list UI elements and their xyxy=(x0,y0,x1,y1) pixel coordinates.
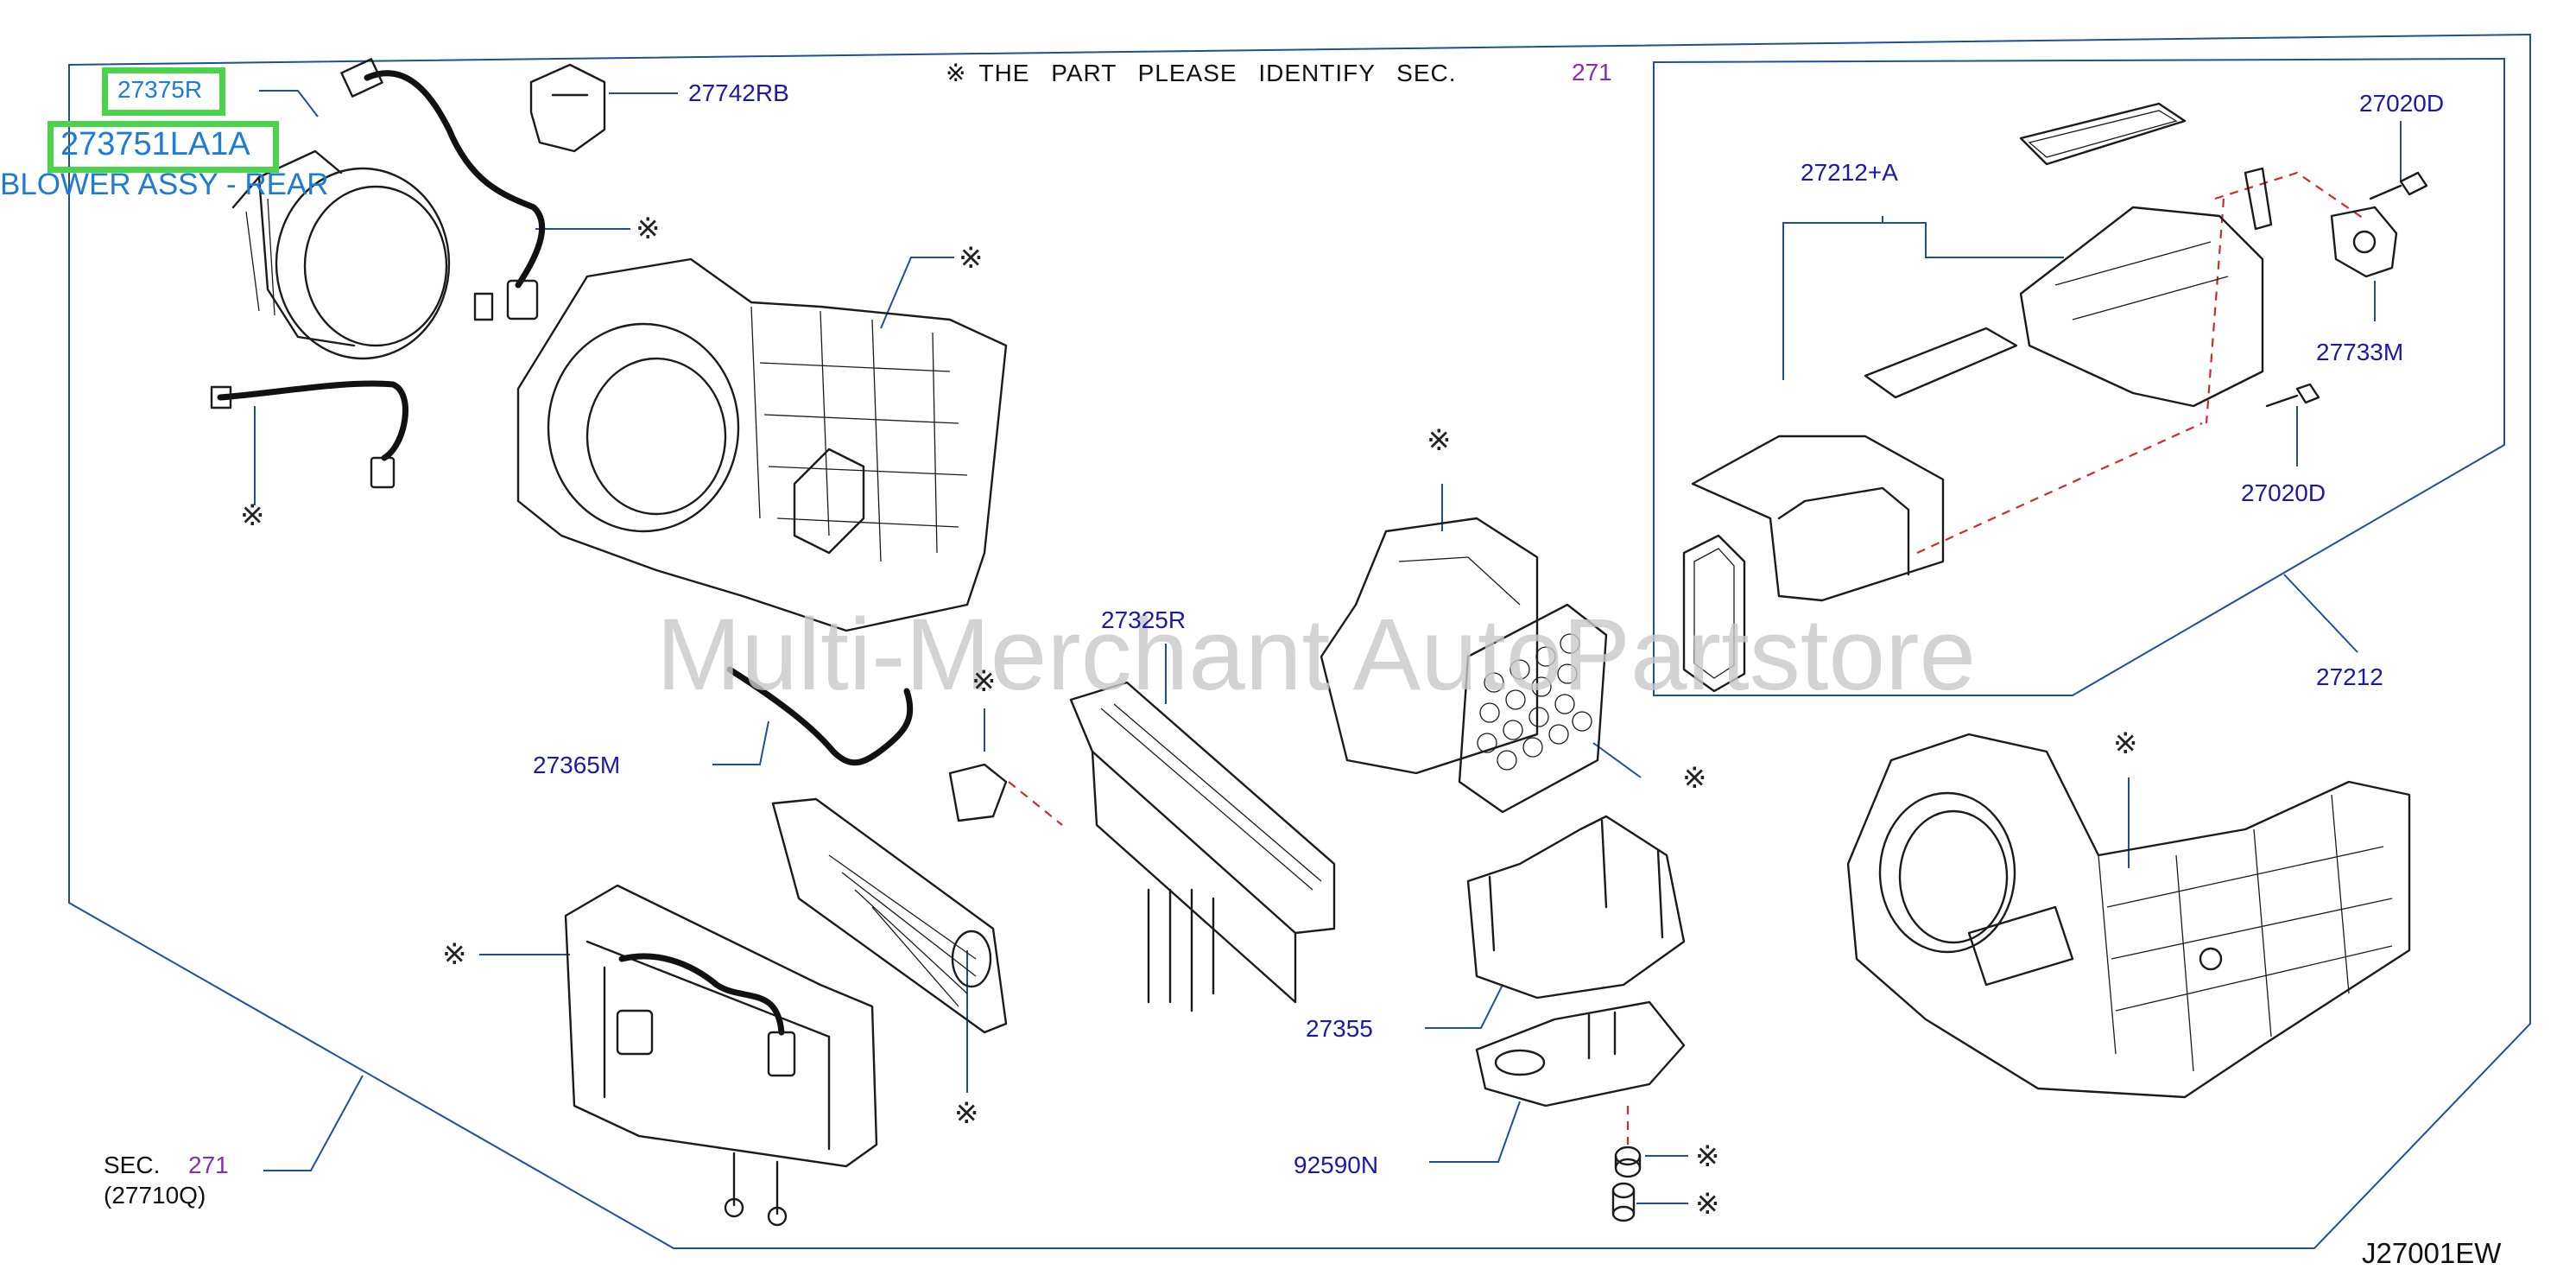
drain-hose xyxy=(726,666,914,766)
resistor xyxy=(529,63,606,153)
sec-ref-prefix: SEC. xyxy=(104,1152,161,1178)
part-label-27212A[interactable]: 27212+A xyxy=(1801,159,1898,186)
sec-ref-sub: (27710Q) xyxy=(104,1182,206,1209)
seal-rings xyxy=(1682,102,2187,693)
identify-symbol-rear-case: ※ xyxy=(2113,727,2138,760)
leader-27355 xyxy=(1425,984,1503,1029)
identify-symbol-harness: ※ xyxy=(636,213,661,245)
leader-grille-note xyxy=(1592,742,1642,778)
watermark: Multi-Merchant AutoPartstore xyxy=(656,598,1977,712)
part-label-27365M[interactable]: 27365M xyxy=(533,752,621,778)
guide-actuator xyxy=(2214,171,2367,221)
part-label-27733M[interactable]: 27733M xyxy=(2316,339,2404,365)
subassembly-boundary xyxy=(1653,57,2505,696)
grille xyxy=(1458,603,1608,814)
diagram-code: J27001EW xyxy=(2362,1237,2502,1269)
notice-sec-link[interactable]: 271 xyxy=(1572,59,1612,86)
part-label-27325R[interactable]: 27325R xyxy=(1101,606,1187,633)
harness-wire xyxy=(364,70,545,289)
air-mix-door xyxy=(771,797,1008,1034)
part-label-27020D-top[interactable]: 27020D xyxy=(2359,90,2445,117)
rear-case xyxy=(1846,733,2411,1099)
leader-sec271 xyxy=(263,1075,364,1171)
part-number-27375R[interactable]: 27375R xyxy=(117,76,203,103)
highlight-box-oem xyxy=(47,121,279,173)
actuator xyxy=(2244,167,2398,278)
identify-symbol-grommet: ※ xyxy=(1695,1140,1720,1173)
evaporator xyxy=(1069,681,1336,1012)
part-label-27212[interactable]: 27212 xyxy=(2316,663,2383,690)
duct xyxy=(1691,206,2264,602)
highlight-box-part xyxy=(102,67,225,116)
oem-number[interactable]: 273751LA1A xyxy=(60,126,250,162)
leader-27365M xyxy=(712,720,769,765)
part-description: BLOWER ASSY - REAR xyxy=(0,168,329,201)
heater-core xyxy=(564,884,878,1227)
identify-symbol-plug: ※ xyxy=(1695,1188,1720,1221)
leader-27375R xyxy=(259,90,319,117)
part-label-27742RB[interactable]: 27742RB xyxy=(688,79,789,106)
leader-27212 xyxy=(2283,574,2358,653)
identify-symbol-clip: ※ xyxy=(972,665,997,698)
seal-plate xyxy=(1475,1000,1686,1107)
leader-27212A xyxy=(1782,222,2064,380)
bracket xyxy=(1466,815,1686,1000)
assembly-boundary xyxy=(68,33,2531,1249)
shroud xyxy=(1320,517,1539,775)
identify-symbol-case: ※ xyxy=(959,242,984,275)
leader-92590N xyxy=(1429,1101,1521,1163)
notice-symbol: ※ xyxy=(946,60,967,86)
identify-symbol-sensor: ※ xyxy=(240,499,265,532)
part-label-92590N[interactable]: 92590N xyxy=(1294,1152,1379,1178)
identify-symbol-panel: ※ xyxy=(954,1097,979,1130)
screws xyxy=(2265,171,2428,408)
notice-text: THE PART PLEASE IDENTIFY SEC. xyxy=(978,60,1457,86)
identify-symbol-shroud: ※ xyxy=(1427,424,1452,457)
notice-line: ※ THE PART PLEASE IDENTIFY SEC. xyxy=(946,59,1457,87)
clip xyxy=(948,763,1008,822)
blower-case xyxy=(516,257,1008,632)
plug xyxy=(1611,1182,1636,1222)
part-label-27355[interactable]: 27355 xyxy=(1306,1015,1373,1042)
grommet xyxy=(1614,1146,1642,1178)
leader-case-note xyxy=(880,257,954,329)
identify-symbol-heater: ※ xyxy=(442,938,467,971)
part-label-27020D-bottom[interactable]: 27020D xyxy=(2241,479,2326,506)
guide-clip xyxy=(1008,781,1063,826)
guide-duct xyxy=(1916,422,2203,555)
identify-symbol-grille: ※ xyxy=(1682,762,1707,795)
sec-ref-number[interactable]: 271 xyxy=(188,1152,229,1178)
guide-bracket xyxy=(2205,198,2225,424)
